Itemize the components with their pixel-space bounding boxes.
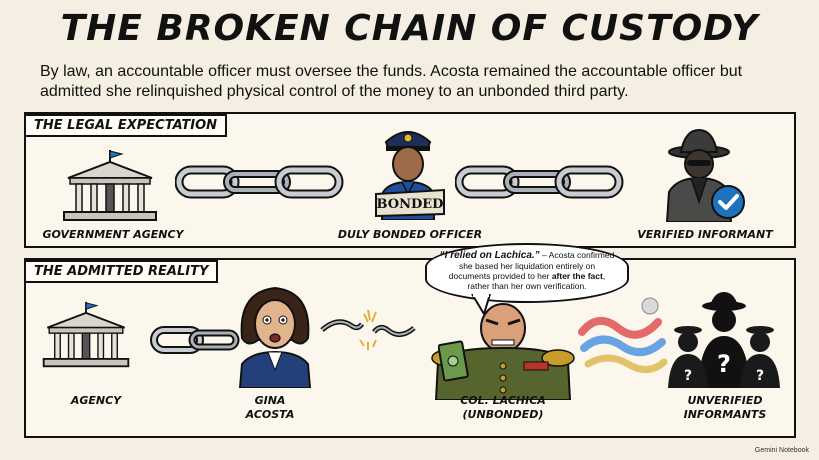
label-informants: INFORMANTS <box>683 408 767 421</box>
label-gina: GINA <box>254 394 286 407</box>
building-icon <box>42 301 130 368</box>
credit-text: Gemini Notebook <box>754 447 809 454</box>
svg-text:?: ? <box>756 368 764 384</box>
label-verified-informant: VERIFIED INFORMANT <box>637 228 773 241</box>
label-agency: AGENCY <box>70 394 122 407</box>
check-badge-icon <box>711 185 745 219</box>
smoke-icon <box>578 297 668 373</box>
page-title: THE BROKEN CHAIN OF CUSTODY <box>60 8 759 49</box>
label-government-agency: GOVERNMENT AGENCY <box>42 228 184 241</box>
svg-text:?: ? <box>684 368 692 384</box>
shadow-figures-icon: ? ? ? <box>668 292 780 388</box>
money-icon <box>438 340 469 382</box>
quote-body: – Acosta confirmed she based her liquida… <box>448 250 615 281</box>
quote-lead: “I relied on Lachica.” <box>439 250 540 261</box>
chain-icon <box>175 165 344 199</box>
label-bonded-officer: DULY BONDED OFFICER <box>337 228 483 241</box>
svg-text:?: ? <box>717 350 731 378</box>
chain-icon <box>455 165 624 199</box>
label-unbonded: (UNBONDED) <box>462 408 544 421</box>
bonded-badge-icon: BONDED <box>375 188 445 218</box>
quote-bubble <box>425 243 629 303</box>
page-subtitle: By law, an accountable officer must over… <box>40 63 743 100</box>
quote-tail: , rather than her own verification. <box>467 271 606 291</box>
general-icon <box>431 303 575 400</box>
label-col-lachica: COL. LACHICA <box>460 394 546 407</box>
building-icon <box>63 150 157 221</box>
quote-emphasis: after the fact <box>551 271 603 281</box>
quote-text: “I relied on Lachica.” – Acosta confirme… <box>438 250 616 291</box>
bonded-badge-text: BONDED <box>377 197 444 212</box>
chain-icon <box>150 326 240 354</box>
label-unverified: UNVERIFIED <box>687 394 763 407</box>
label-acosta: ACOSTA <box>245 408 295 421</box>
broken-chain-icon <box>320 309 416 350</box>
woman-worried-icon <box>238 286 312 388</box>
legal-expectation-heading: THE LEGAL EXPECTATION <box>24 114 228 137</box>
admitted-reality-heading: THE ADMITTED REALITY <box>24 260 219 283</box>
